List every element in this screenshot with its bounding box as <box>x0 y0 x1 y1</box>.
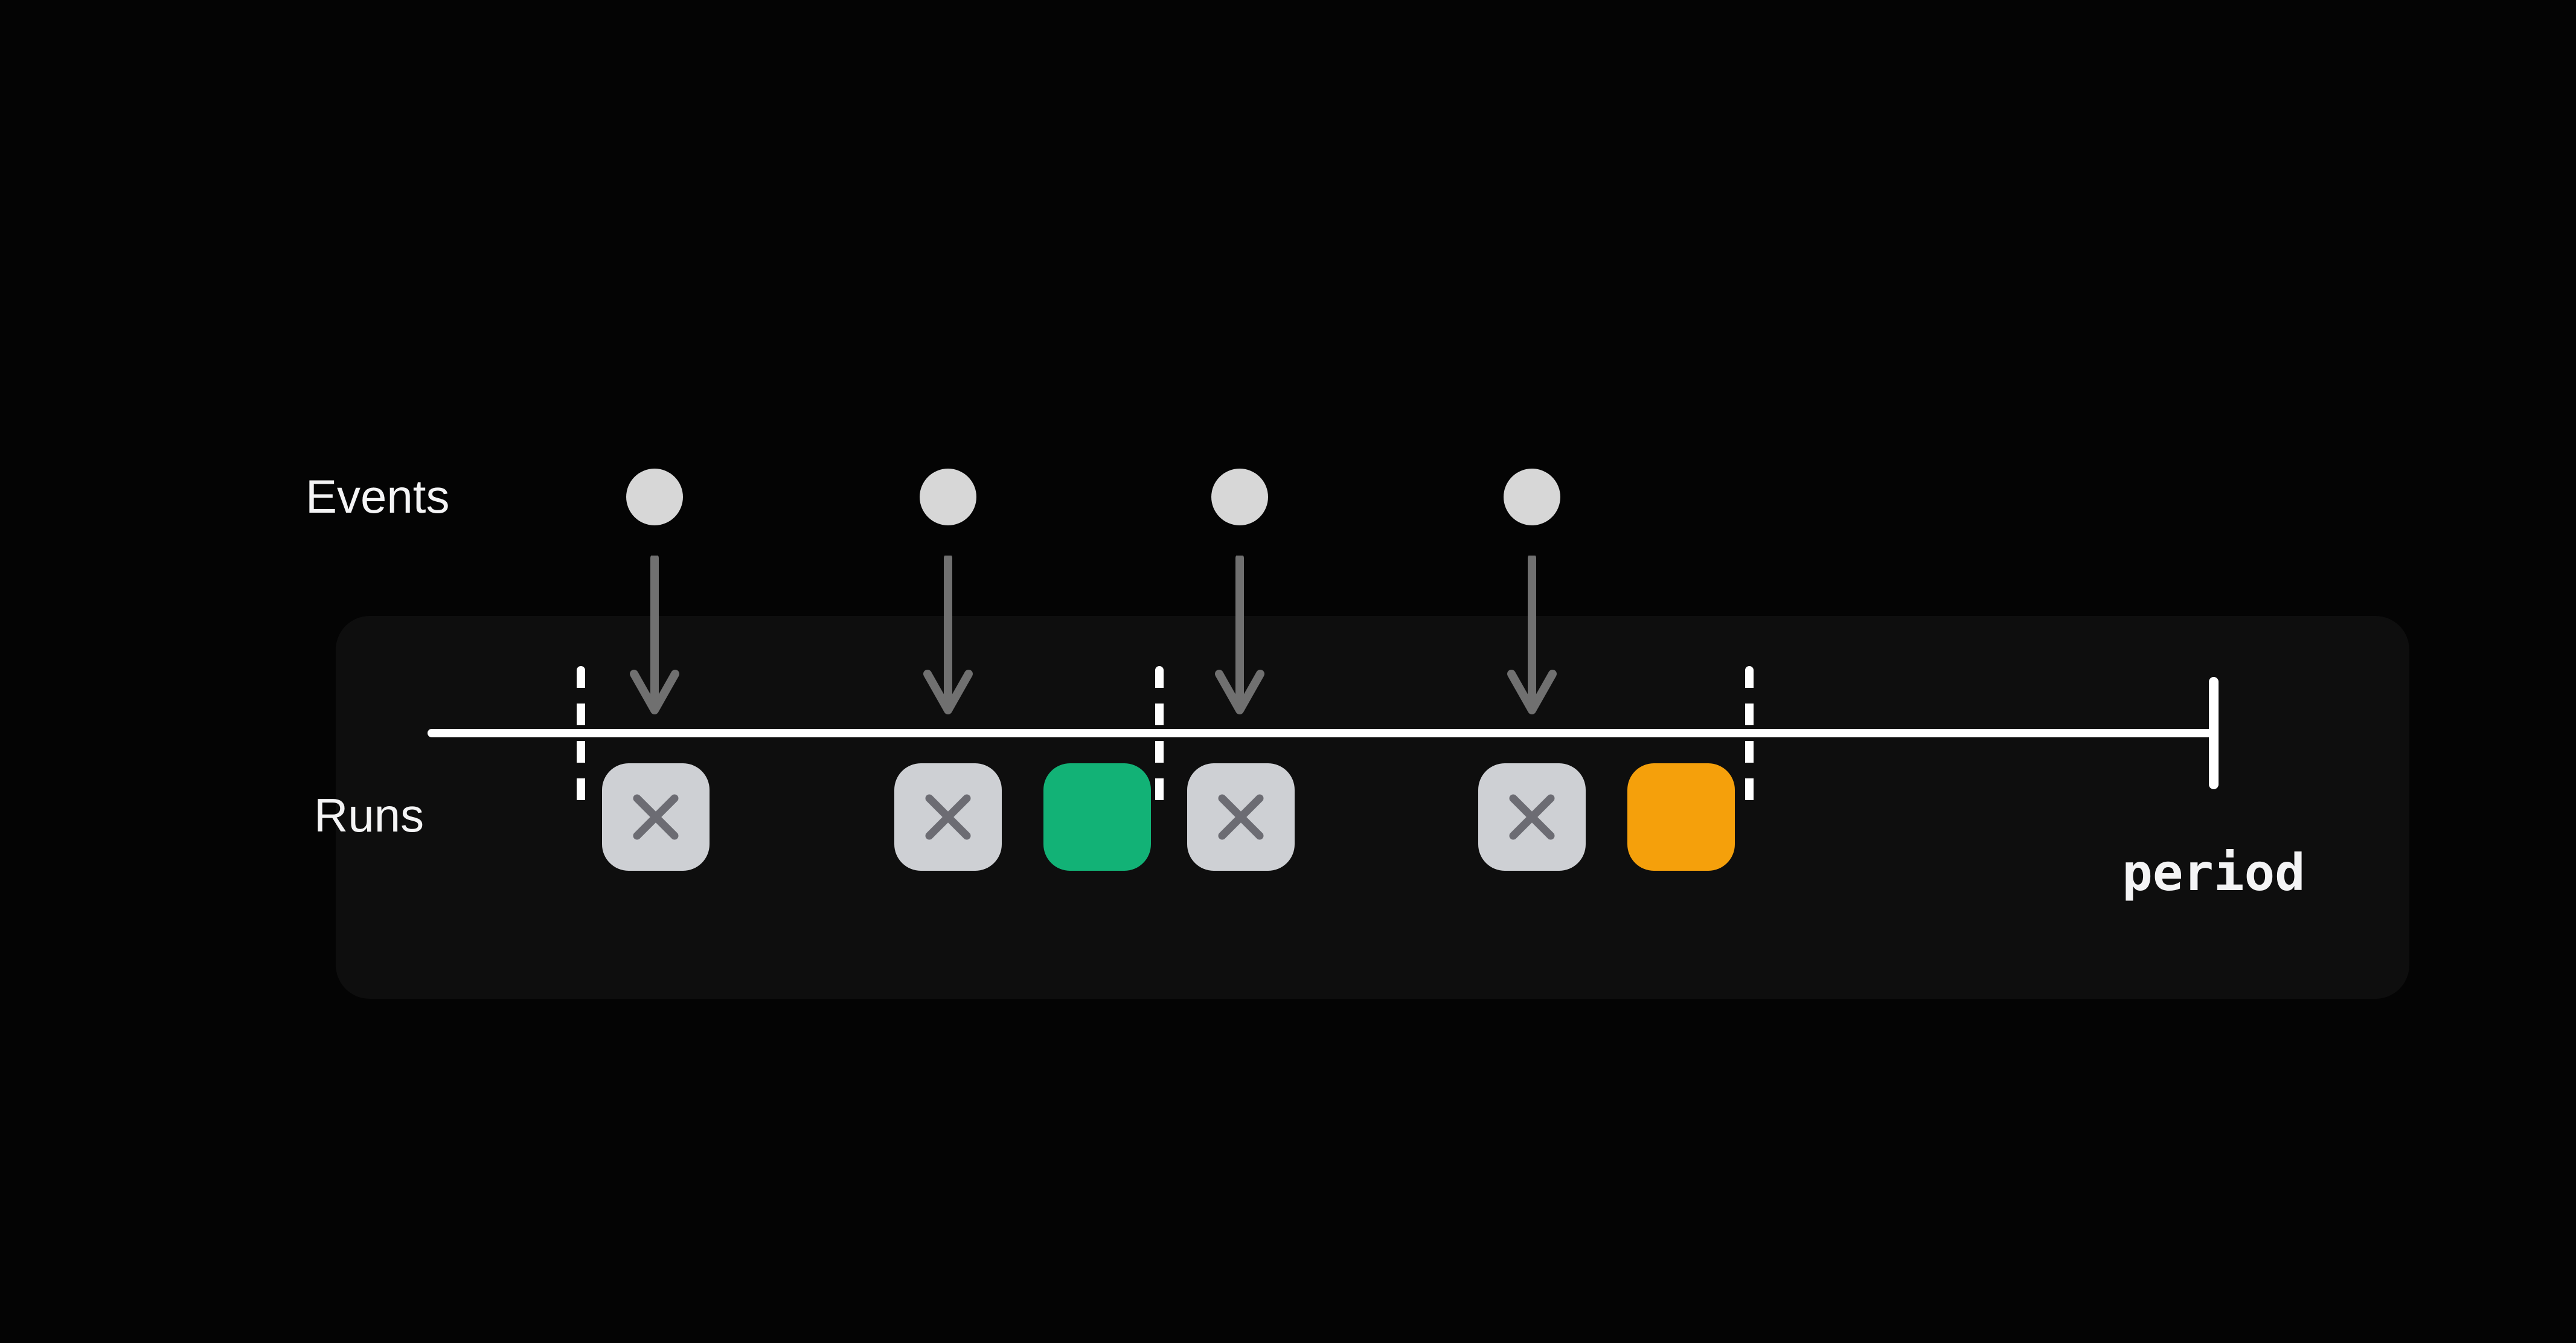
period-boundary-tick <box>577 666 585 804</box>
event-marker <box>920 469 976 722</box>
arrow-down-icon <box>1215 556 1264 714</box>
runs-label: Runs <box>314 789 425 842</box>
event-dot <box>920 469 976 525</box>
x-icon <box>633 794 679 840</box>
run-box <box>1627 763 1735 871</box>
arrow-down-icon <box>923 556 973 714</box>
timeline-end-tick <box>2209 677 2219 789</box>
run-box <box>1043 763 1151 871</box>
run-box <box>1478 763 1586 871</box>
event-dot <box>626 469 683 525</box>
events-label: Events <box>306 470 450 523</box>
arrow-down-icon <box>1507 556 1557 714</box>
period-boundary-tick <box>1745 666 1754 804</box>
event-dot <box>1504 469 1560 525</box>
run-box <box>602 763 710 871</box>
timeline-axis <box>428 729 2214 737</box>
run-box <box>894 763 1002 871</box>
arrow-down-icon <box>630 556 679 714</box>
x-icon <box>925 794 971 840</box>
x-icon <box>1509 794 1555 840</box>
period-label: period <box>2122 843 2305 902</box>
x-icon <box>1218 794 1264 840</box>
event-marker <box>626 469 683 722</box>
event-dot <box>1211 469 1268 525</box>
run-box <box>1187 763 1295 871</box>
event-marker <box>1504 469 1560 722</box>
event-marker <box>1211 469 1268 722</box>
period-boundary-tick <box>1155 666 1164 804</box>
